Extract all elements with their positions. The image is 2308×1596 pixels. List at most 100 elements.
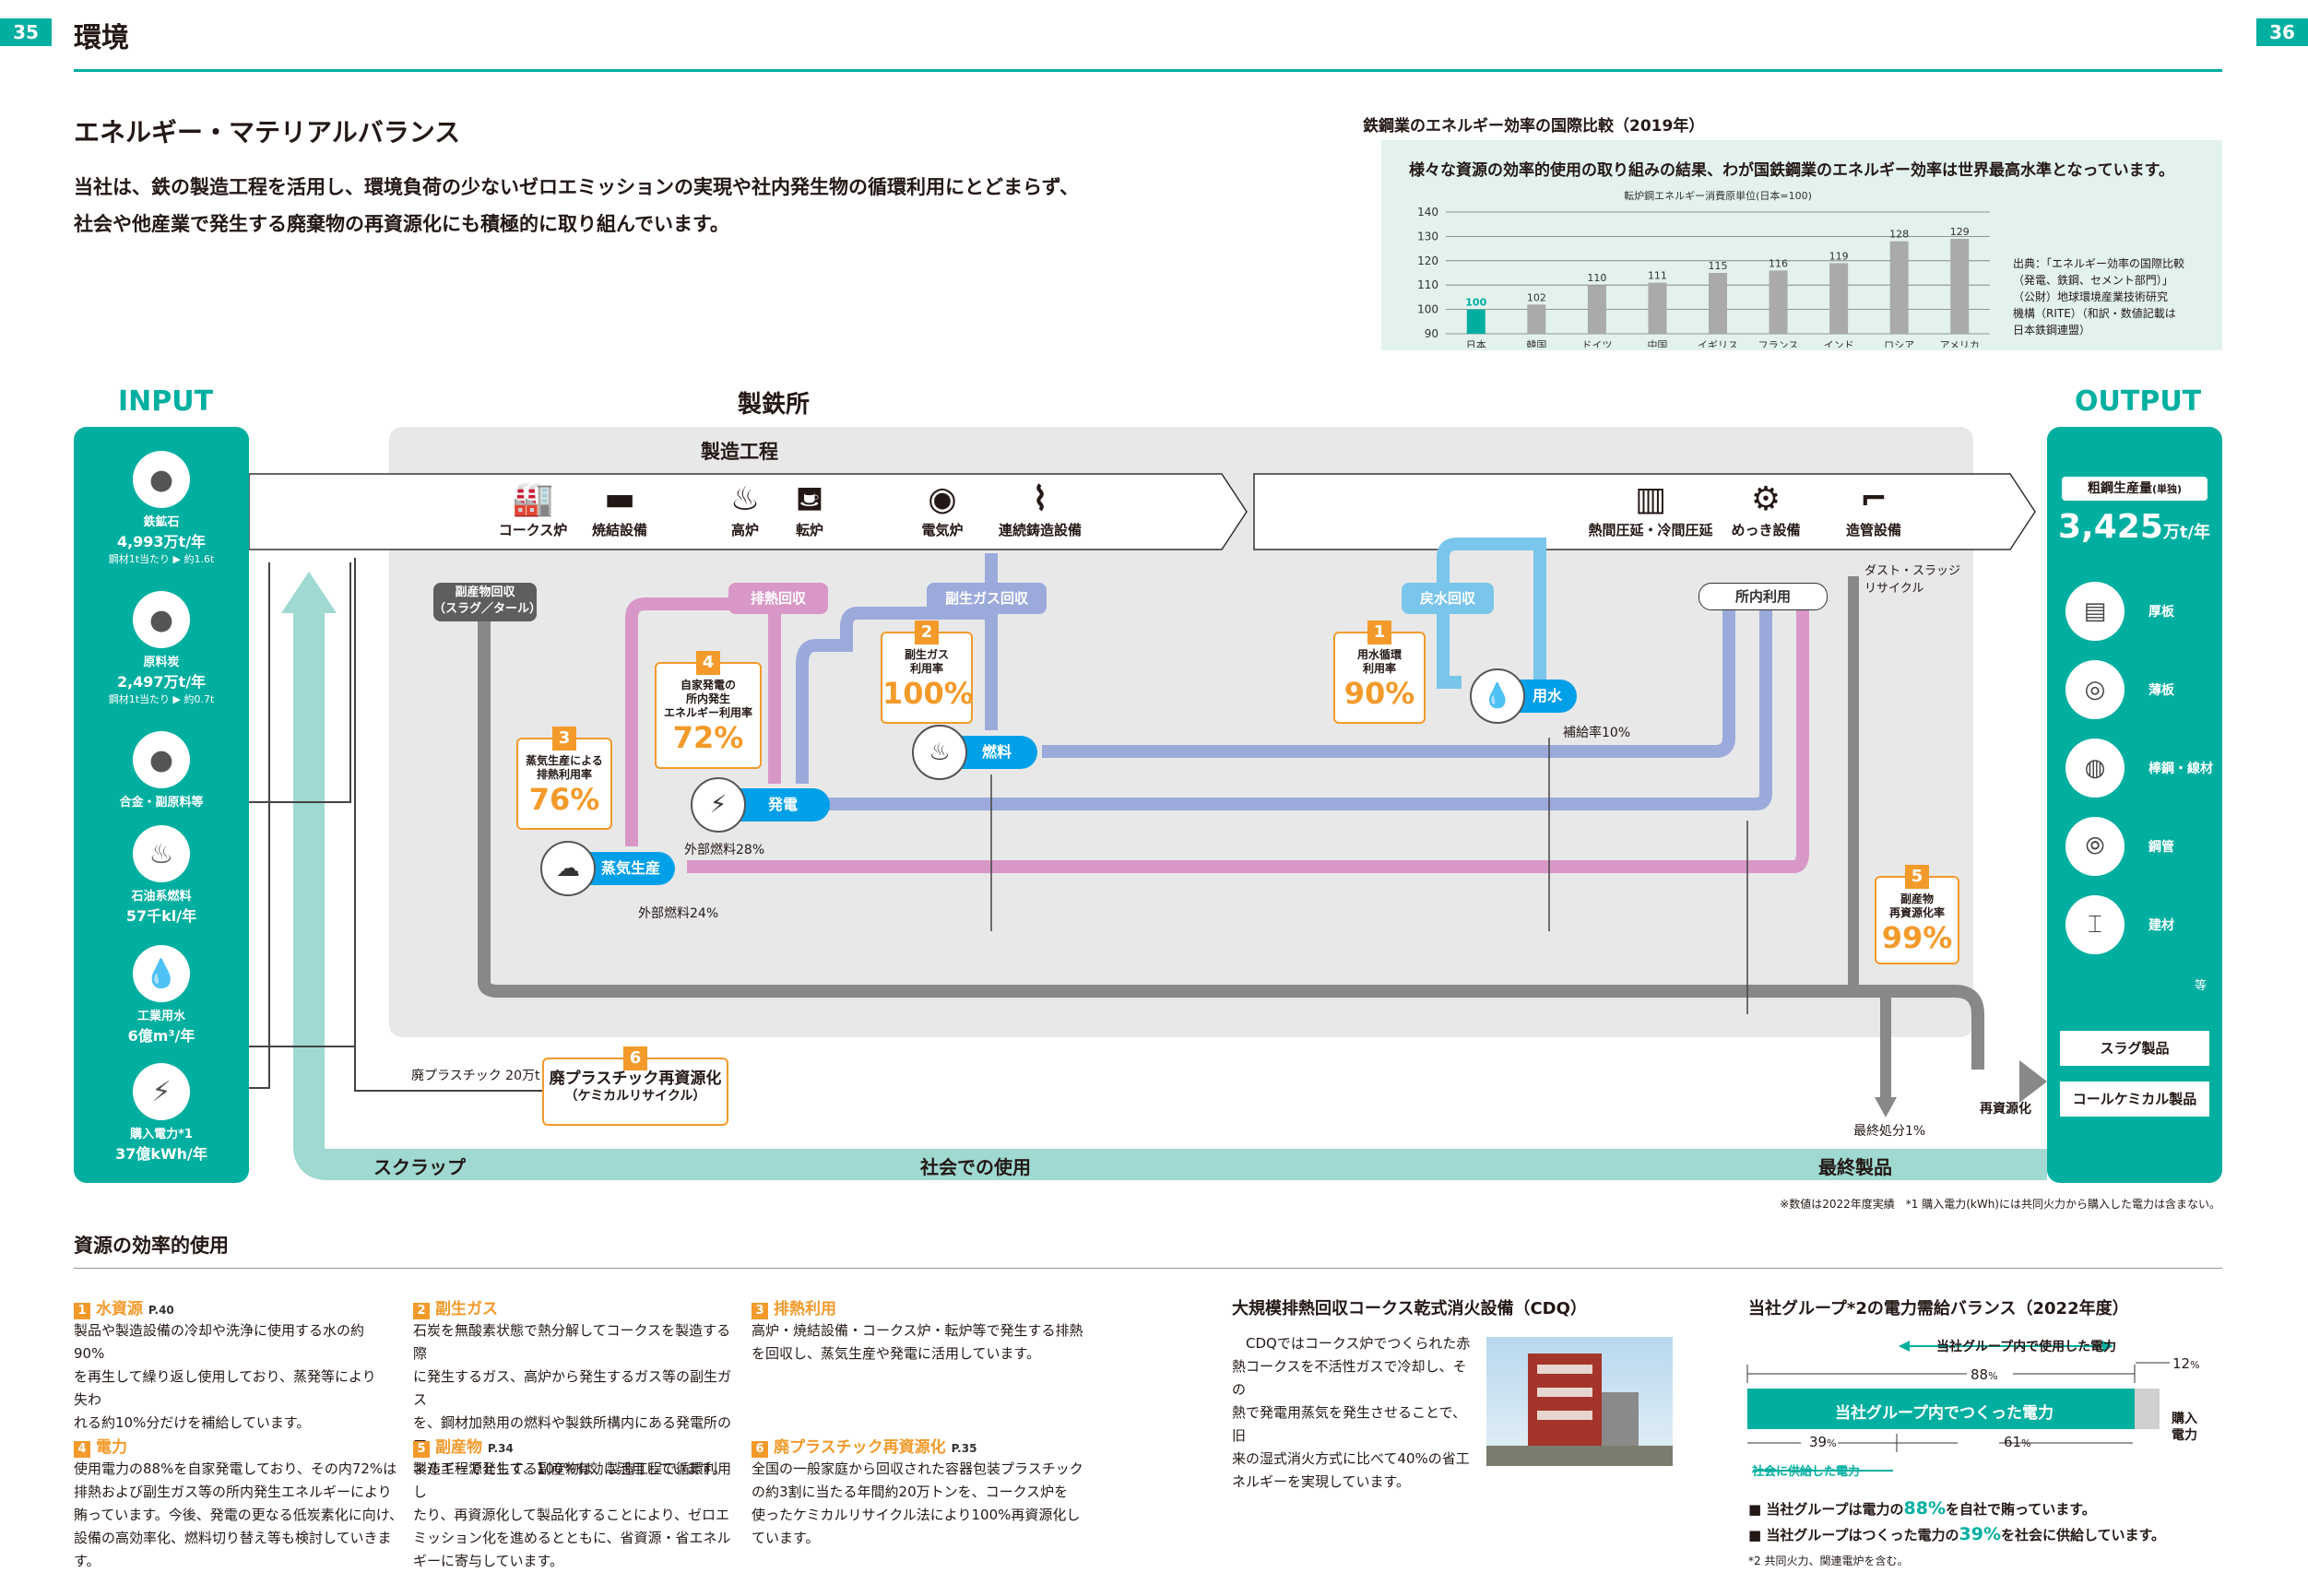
power-88: 88% bbox=[1971, 1366, 1998, 1383]
coal-icon: ● bbox=[133, 591, 190, 648]
sinter-icon: ▬ bbox=[603, 480, 635, 518]
chart-caption: 様々な資源の効率的使用の取り組みの結果、わが国鉄鋼業のエネルギー効率は世界最高水… bbox=[1409, 161, 2174, 180]
gas-line-a bbox=[796, 553, 998, 784]
bar bbox=[1587, 285, 1606, 334]
bar-value-label: 100 bbox=[1465, 297, 1486, 309]
category-label: 韓国 bbox=[1526, 339, 1546, 348]
scrap-label: スクラップ bbox=[373, 1156, 466, 1178]
note-ext-fuel-28: 外部燃料28% bbox=[684, 843, 765, 857]
power-to-internal bbox=[821, 585, 1772, 810]
category-label: インド bbox=[1824, 339, 1854, 348]
power-bullet-2: ■ 当社グループはつくった電力の39%を社会に供給しています。 bbox=[1748, 1524, 2166, 1544]
input-alloy: ● 合金・副原料等 bbox=[74, 731, 249, 810]
blast-furnace-icon: ♨ bbox=[729, 480, 761, 518]
cdq-plant-illustration bbox=[1486, 1354, 1673, 1466]
crude-steel-label: 粗鋼生産量(単独) bbox=[2062, 477, 2207, 501]
steam-to-internal bbox=[687, 585, 1809, 873]
coal-chemical-products: コールケミカル製品 bbox=[2060, 1082, 2209, 1117]
wire-icon: ◍ bbox=[2065, 739, 2125, 798]
bar bbox=[1889, 241, 1909, 334]
fuel-to-internal bbox=[1042, 585, 1735, 758]
drop-icon: 💧 bbox=[1470, 668, 1525, 724]
input-iron-ore: ● 鉄鉱石 4,993万t/年 鋼材1t当たり ▶ 約1.6t bbox=[74, 451, 249, 566]
power-39: 39% bbox=[1809, 1434, 1837, 1450]
category-label: アメリカ bbox=[1939, 339, 1979, 348]
y-tick-label: 90 bbox=[1425, 327, 1438, 340]
y-tick-label: 100 bbox=[1417, 303, 1438, 316]
output-etc: 等 bbox=[2195, 979, 2207, 993]
section-title: 環境 bbox=[74, 22, 129, 54]
process-band-2 bbox=[1253, 473, 2036, 550]
bar bbox=[1648, 282, 1667, 334]
input-title: INPUT bbox=[118, 385, 214, 418]
note-final-disposal: 最終処分1% bbox=[1853, 1124, 1926, 1139]
efficiency-bar-chart: 転炉鋼エネルギー消費原単位(日本=100)1401301201101009010… bbox=[1417, 189, 1990, 348]
bolt-icon: ⚡ bbox=[691, 777, 746, 833]
input-industrial-water: 💧 工業用水 6億m³/年 bbox=[74, 945, 249, 1046]
fuel-node: ♨燃料 bbox=[912, 725, 1037, 780]
power-bullet-1: ■ 当社グループは電力の88%を自社で賄っています。 bbox=[1748, 1498, 2096, 1519]
water-loop bbox=[1437, 538, 1546, 696]
converter-icon: ⛾ bbox=[796, 480, 823, 518]
cdq-body: CDQではコークス炉でつくられた赤熱コークスを不活性ガスで冷却し、その熱で発電用… bbox=[1232, 1335, 1471, 1490]
power-node: ⚡発電 bbox=[691, 777, 830, 833]
final-product-label: 最終製品 bbox=[1818, 1156, 1892, 1178]
process-eaf: ◉電気炉 bbox=[887, 479, 998, 539]
page-number-left: 35 bbox=[0, 18, 52, 46]
sheet-coil-icon: ◎ bbox=[2065, 660, 2125, 719]
note-ext-fuel-24: 外部燃料24% bbox=[638, 906, 719, 921]
power-society-label: 社会に供給した電力 bbox=[1752, 1465, 1861, 1479]
byproduct-gas-recovery: 副生ガス回収 bbox=[927, 583, 1047, 614]
bar-value-label: 129 bbox=[1950, 226, 1970, 238]
bolt-icon: ⚡ bbox=[133, 1063, 190, 1120]
flow-footnote: ※数値は2022年度実績 *1 購入電力(kWh)には共同火力から購入した電力は… bbox=[1780, 1198, 2220, 1211]
category-label: 中国 bbox=[1647, 339, 1667, 348]
steam-node: ☁蒸気生産 bbox=[540, 841, 675, 896]
bar-value-label: 128 bbox=[1889, 229, 1909, 241]
exhaust-line-a bbox=[625, 590, 799, 846]
process-blast-furnace: ♨高炉 bbox=[690, 479, 800, 539]
process-converter: ⛾転炉 bbox=[754, 479, 865, 539]
works-title: 製鉄所 bbox=[738, 391, 811, 419]
input-purchased-power: ⚡ 購入電力*1 37億kWh/年 bbox=[74, 1063, 249, 1164]
pipe-icon: ⦾ bbox=[2065, 817, 2125, 876]
note-recycle: 再資源化 bbox=[1980, 1102, 2031, 1117]
page-number-right: 36 bbox=[2256, 18, 2308, 46]
power-balance-diagram bbox=[1746, 1341, 2170, 1472]
process-rolling: ▥熱間圧延・冷間圧延 bbox=[1581, 479, 1720, 539]
input-oil-fuel: ♨ 石油系燃料 57千kl/年 bbox=[74, 825, 249, 926]
intro-title: エネルギー・マテリアルバランス bbox=[74, 117, 461, 148]
exhaust-heat-recovery: 排熱回収 bbox=[728, 583, 828, 614]
power-12: 12% bbox=[2172, 1355, 2200, 1372]
scrap-loop bbox=[293, 609, 2047, 1180]
bar bbox=[1709, 273, 1727, 334]
chart-box: 様々な資源の効率的使用の取り組みの結果、わが国鉄鋼業のエネルギー効率は世界最高水… bbox=[1381, 140, 2222, 350]
beam-icon: ⌶ bbox=[2065, 895, 2125, 954]
output-title: OUTPUT bbox=[2075, 385, 2202, 418]
category-label: フランス bbox=[1758, 339, 1799, 348]
fire-icon: ♨ bbox=[133, 825, 190, 882]
slag-products: スラグ製品 bbox=[2060, 1031, 2209, 1066]
bar-value-label: 111 bbox=[1648, 270, 1667, 282]
y-tick-label: 140 bbox=[1417, 206, 1438, 219]
output-bar-wire: ◍棒鋼・線材 bbox=[2065, 731, 2222, 805]
bar bbox=[1769, 270, 1788, 334]
bar-value-label: 110 bbox=[1587, 272, 1606, 284]
note-dust: ダスト・スラッジ リサイクル bbox=[1864, 564, 1961, 596]
category-label: ドイツ bbox=[1581, 339, 1612, 348]
note-waste-plastic: 廃プラスチック 20万t bbox=[411, 1069, 540, 1083]
caster-icon: ⌇ bbox=[1032, 480, 1048, 518]
power-used-label: 当社グループ内で使用した電力 bbox=[1936, 1340, 2117, 1354]
power-title: 当社グループ*2の電力需給バランス（2022年度） bbox=[1748, 1299, 2129, 1318]
eaf-icon: ◉ bbox=[928, 480, 957, 518]
power-made-label: 当社グループ内でつくった電力 bbox=[1835, 1404, 2054, 1423]
y-tick-label: 120 bbox=[1417, 254, 1438, 267]
